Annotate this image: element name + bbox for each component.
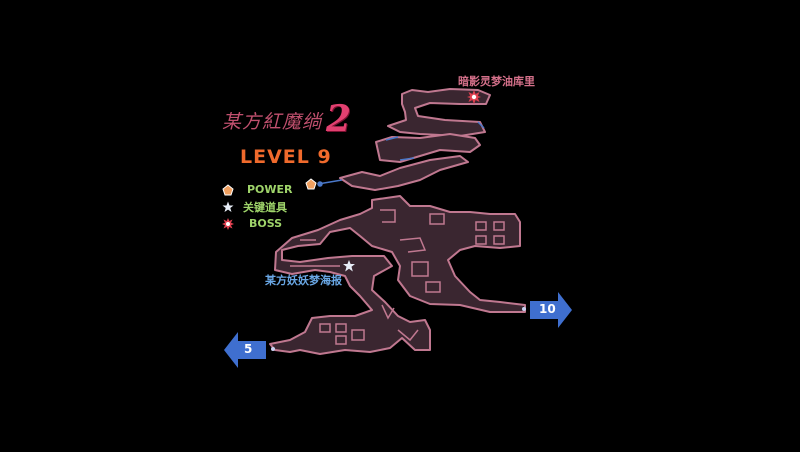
map-corridor-lower (339, 155, 469, 191)
map-room (411, 261, 429, 277)
legend-label: 关键道具 (243, 200, 287, 214)
legend-item-key-item: 关键道具 (222, 198, 293, 215)
map-path-node (522, 307, 526, 311)
map-path (477, 121, 485, 129)
boss-icon (222, 217, 234, 230)
map-path-node (317, 181, 323, 187)
exit-arrow-right[interactable]: 10 (530, 292, 572, 328)
map-corridor-top (387, 88, 491, 137)
map-path (385, 136, 399, 141)
star-icon (222, 201, 234, 212)
map-wall (399, 237, 427, 253)
game-title: 某方紅魔绱 2 (222, 98, 352, 140)
game-title-text: 某方紅魔绱 (222, 111, 323, 133)
map-corridor-middle (375, 133, 481, 163)
map-wall (397, 329, 419, 342)
map-wall (380, 209, 396, 223)
map-room (425, 281, 441, 293)
map-room (475, 235, 487, 245)
key-item-label: 某方妖妖梦海报 (265, 274, 342, 287)
map-room (429, 213, 445, 225)
game-title-number: 2 (326, 98, 352, 140)
boss-label: 暗影灵梦油库里 (458, 75, 535, 88)
arrow-right-icon (530, 292, 572, 328)
map-room (319, 323, 331, 333)
legend-label: BOSS (249, 217, 283, 230)
map-path (399, 157, 415, 161)
map-room (335, 335, 347, 345)
pentagon-icon (305, 178, 317, 190)
map-wall (381, 304, 395, 320)
map-room (351, 329, 365, 341)
map-room (493, 235, 505, 245)
legend-item-boss: BOSS (222, 215, 293, 232)
star-icon (343, 260, 355, 272)
level-indicator: LEVEL 9 (240, 146, 332, 168)
legend-item-power: POWER (222, 181, 293, 198)
boss-marker (467, 90, 481, 104)
exit-arrow-left[interactable]: 5 (224, 332, 266, 368)
map-chamber-central (269, 195, 526, 355)
exit-left-number: 5 (244, 342, 253, 356)
legend-label: POWER (247, 183, 293, 196)
map-path-node (271, 347, 275, 351)
map-room (475, 221, 487, 231)
pentagon-icon (222, 183, 234, 195)
arrow-left-icon (224, 332, 266, 368)
map-room (335, 323, 347, 333)
exit-right-number: 10 (539, 302, 556, 316)
power-marker (305, 178, 317, 190)
map-room (493, 221, 505, 231)
legend: POWER 关键道具 BOSS (222, 181, 293, 232)
key-item-marker (343, 260, 355, 272)
